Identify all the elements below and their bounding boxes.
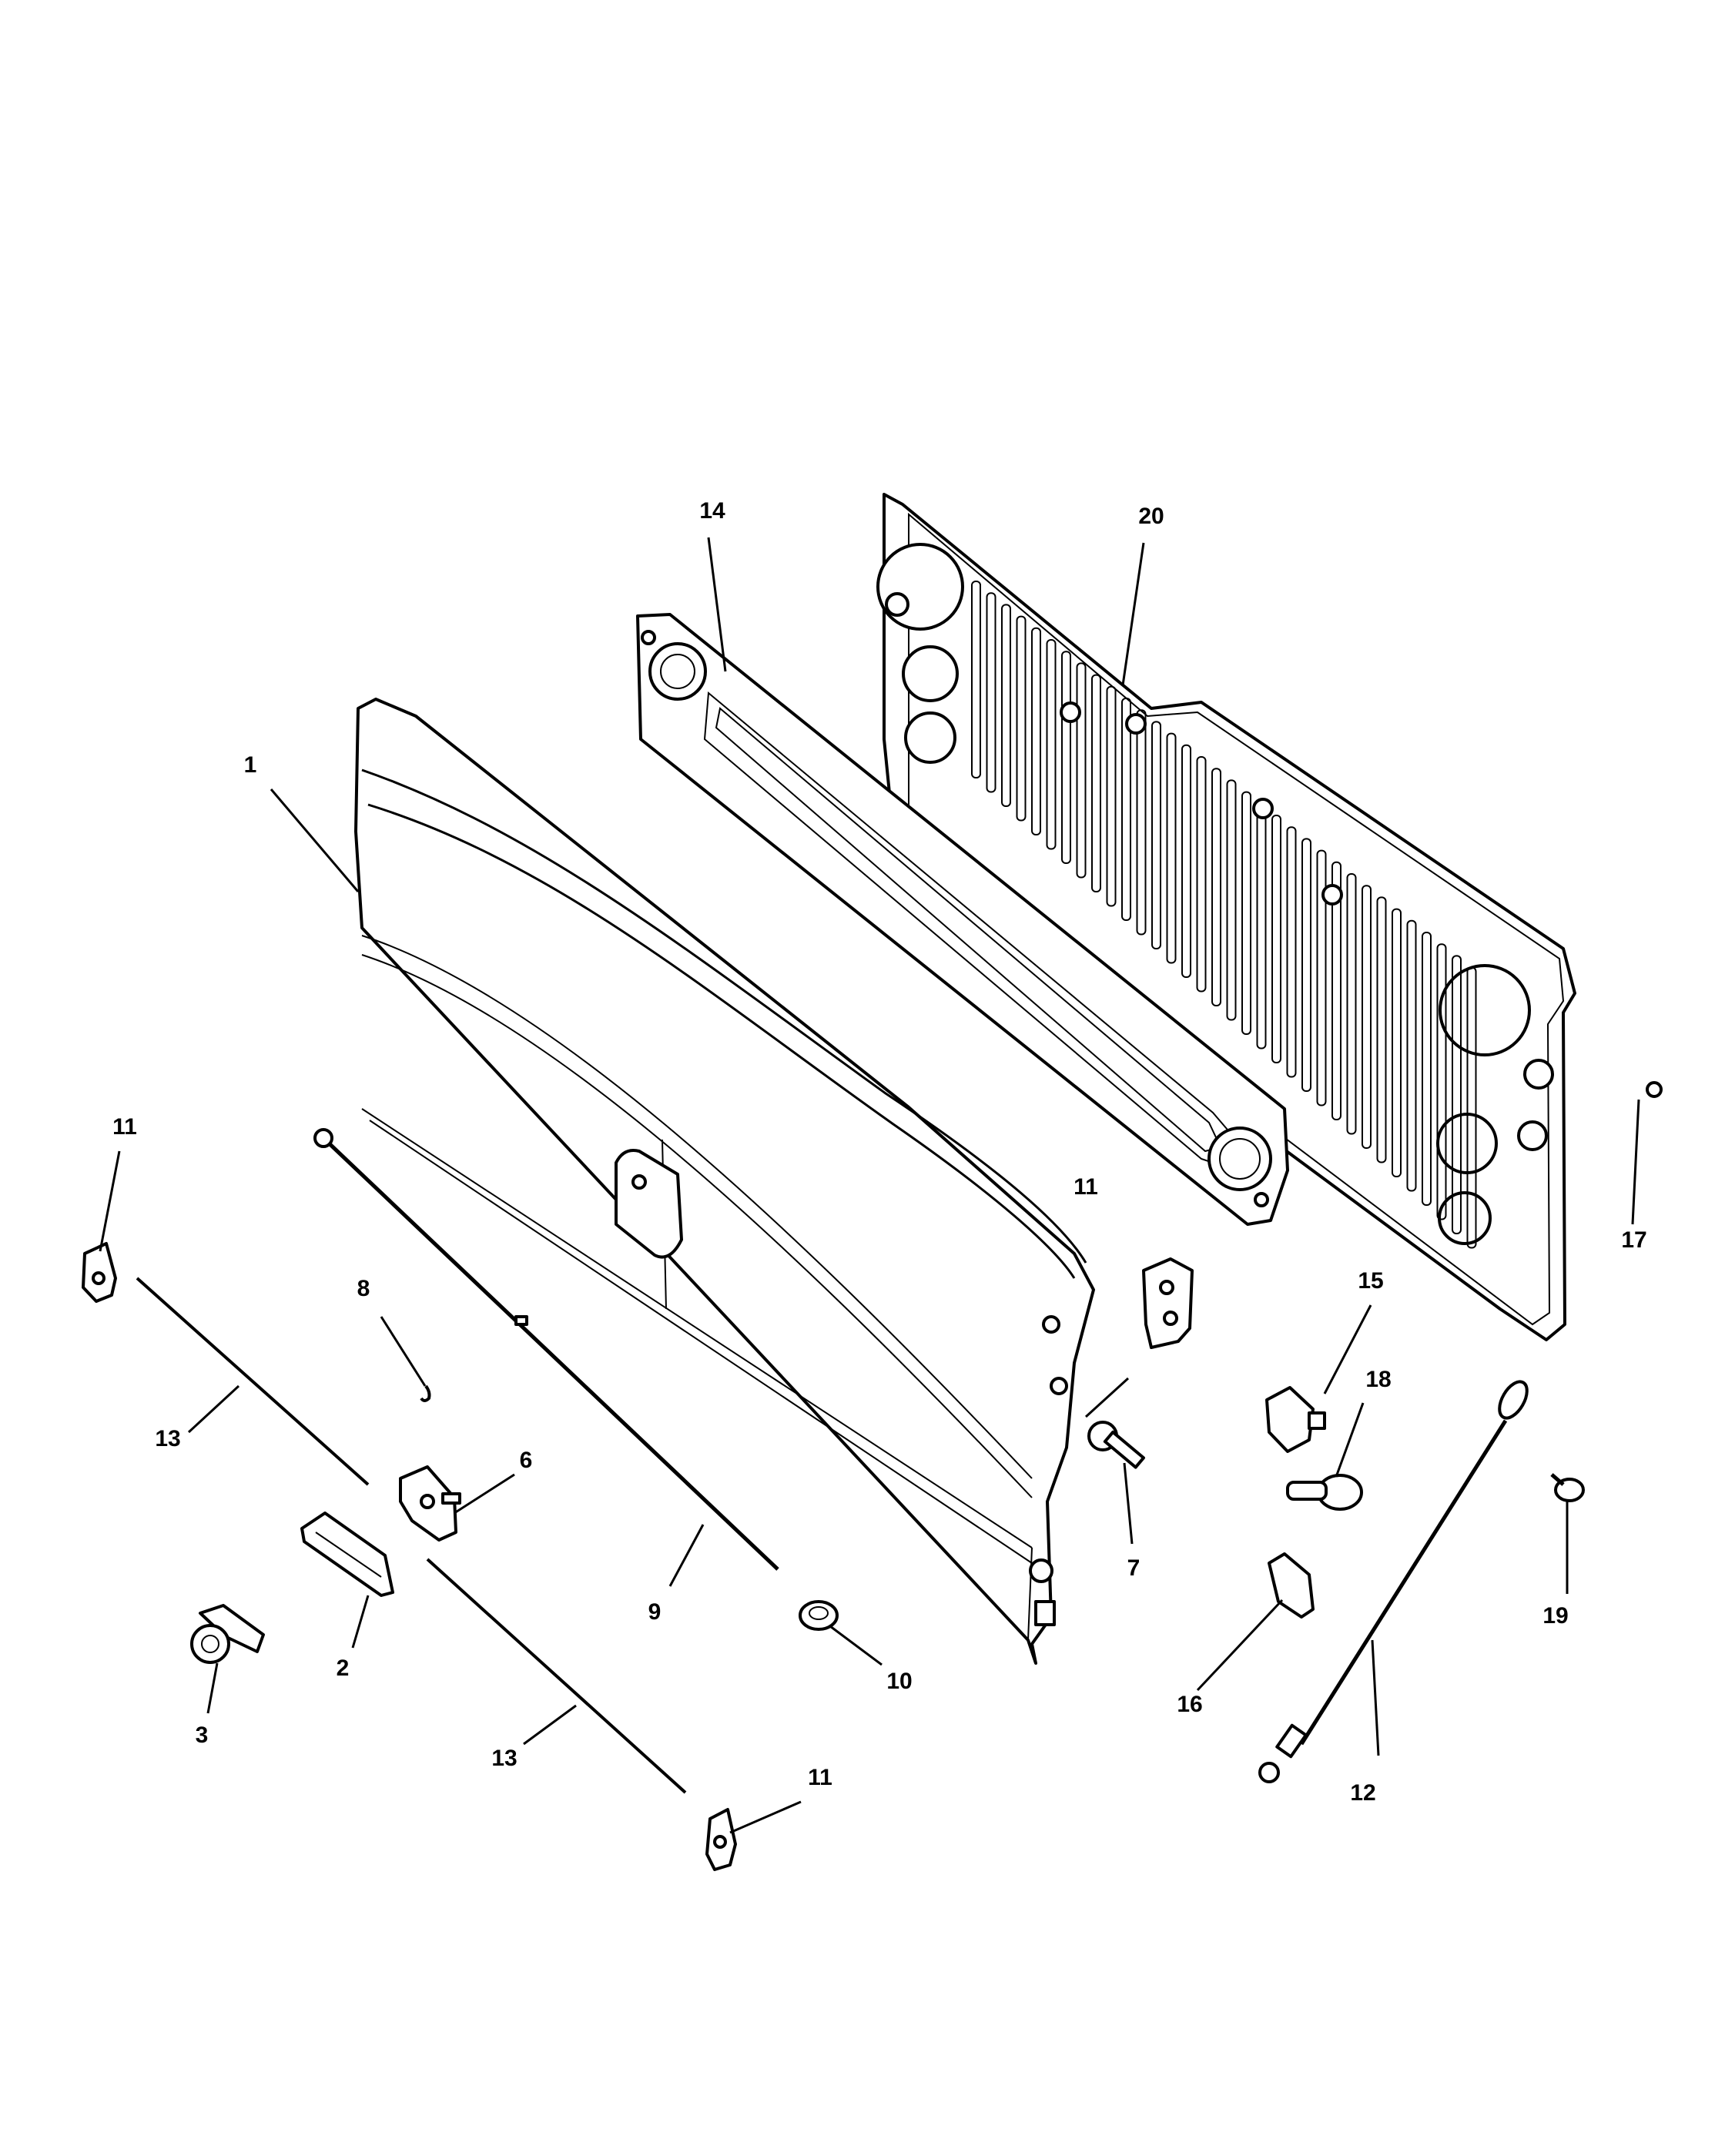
panel-rib: [1061, 651, 1071, 864]
callout-1: 1: [244, 752, 257, 778]
latch-part-11-right: [1142, 1257, 1194, 1349]
callout-11-bottom: 11: [808, 1765, 832, 1790]
callout-10: 10: [886, 1669, 912, 1694]
callout-12: 12: [1350, 1780, 1375, 1806]
panel-rib: [1271, 815, 1281, 1063]
panel-rib: [1406, 919, 1417, 1192]
tailgate-shell-part-1: [354, 698, 1095, 1665]
panel-rib: [1016, 615, 1027, 822]
bumper-part-10: [799, 1600, 839, 1631]
panel-rib: [1151, 721, 1161, 950]
callout-13-lower: 13: [491, 1746, 517, 1771]
bolt-part-7: [1087, 1421, 1145, 1469]
panel-rib: [1316, 849, 1327, 1106]
clip-part-8: [420, 1384, 431, 1402]
callout-11-left: 11: [112, 1114, 137, 1140]
lock-cylinder-part-3: [190, 1604, 265, 1664]
panel-rib: [1362, 885, 1372, 1149]
screw-part-19: [1550, 1473, 1585, 1502]
panel-rib: [1091, 674, 1101, 892]
callout-18: 18: [1365, 1367, 1391, 1392]
panel-rib: [1001, 604, 1011, 808]
callout-labels: 1 14 20 11 8 13 6 11 7 9 10 15 18 17 16 …: [112, 498, 1647, 1806]
leader-lines: [99, 537, 1640, 1834]
bracket-part-15: [1265, 1386, 1326, 1453]
link-rod-part-13-lower: [426, 1558, 687, 1794]
callout-11-right: 11: [1074, 1174, 1098, 1200]
panel-rib: [1376, 896, 1387, 1163]
link-rod-part-13-upper: [136, 1277, 370, 1486]
callout-16: 16: [1177, 1692, 1202, 1717]
panel-rib: [1436, 943, 1447, 1220]
panel-rib: [986, 592, 996, 793]
panel-rib: [1241, 791, 1251, 1035]
panel-rib: [1331, 861, 1341, 1121]
panel-rib: [1346, 873, 1357, 1135]
latch-part-11-left: [82, 1242, 117, 1303]
panel-rib: [1166, 732, 1177, 964]
handle-part-2: [300, 1512, 394, 1597]
clip-part-17: [1646, 1081, 1663, 1098]
support-cable-part-12: [1258, 1380, 1529, 1783]
callout-8: 8: [357, 1276, 370, 1301]
panel-rib: [1106, 685, 1117, 907]
panel-rib: [1452, 955, 1462, 1235]
callout-13-upper: 13: [155, 1426, 180, 1451]
callout-15: 15: [1358, 1268, 1383, 1294]
panel-rib: [1226, 779, 1237, 1021]
callout-19: 19: [1542, 1603, 1568, 1629]
panel-rib: [971, 581, 981, 778]
pivot-bolt-part-18: [1286, 1474, 1363, 1511]
panel-rib: [1211, 768, 1221, 1006]
panel-rib: [1196, 756, 1207, 993]
latch-release-part-6: [399, 1465, 461, 1542]
rod-part-9: [313, 1128, 779, 1571]
panel-rib: [1076, 662, 1087, 879]
inner-panel-part-20: [876, 493, 1576, 1341]
callout-6: 6: [520, 1448, 533, 1473]
panel-rib: [1031, 627, 1041, 835]
panel-ribs: [971, 581, 1477, 1249]
callout-9: 9: [648, 1599, 662, 1625]
panel-rib: [1466, 966, 1477, 1249]
panel-rib: [1286, 826, 1297, 1078]
panel-rib: [1392, 908, 1402, 1177]
callout-14: 14: [699, 498, 725, 524]
panel-rib: [1181, 744, 1191, 978]
callout-3: 3: [196, 1722, 209, 1748]
panel-rib: [1301, 838, 1311, 1093]
latch-part-11-bottom: [705, 1808, 737, 1871]
callout-7: 7: [1127, 1555, 1141, 1581]
callout-17: 17: [1621, 1227, 1646, 1253]
callout-20: 20: [1138, 504, 1164, 529]
panel-rib: [1046, 639, 1057, 850]
callout-2: 2: [337, 1656, 350, 1681]
panel-rib: [1422, 932, 1432, 1206]
reinforcement-panel-part-14: [636, 613, 1289, 1226]
panel-rib: [1136, 709, 1147, 936]
panel-rib: [1121, 698, 1131, 921]
